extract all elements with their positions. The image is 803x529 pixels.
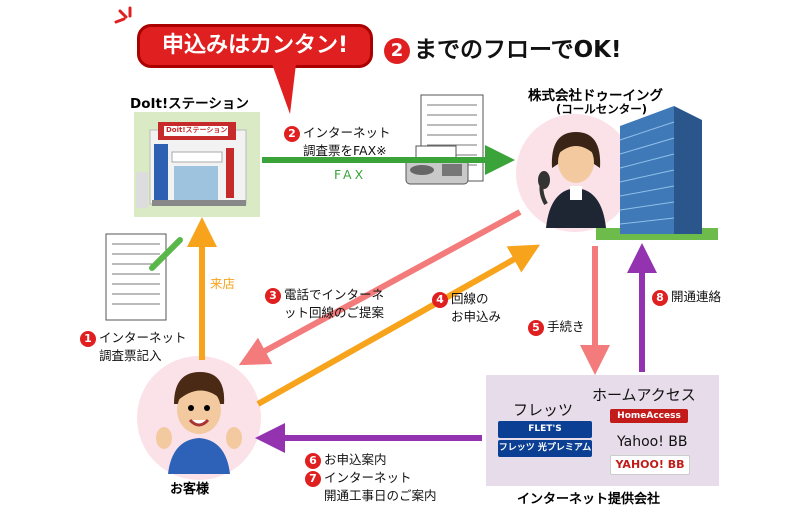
- company-title: 株式会社ドゥーイング: [528, 88, 663, 104]
- fax-label: FAX: [334, 167, 367, 182]
- exclaim-burst-icon: [112, 6, 142, 36]
- station-sign: Doit!ステーション: [166, 126, 228, 134]
- station-box: Doit!ステーション: [134, 112, 260, 217]
- flets-logo: FLET'S フレッツ 光プレミアム: [498, 421, 592, 457]
- isp-flets-name: フレッツ: [513, 401, 574, 419]
- office-building-icon: [596, 106, 718, 240]
- bubble-tail: [272, 64, 296, 114]
- step-badge: 2: [384, 37, 410, 64]
- station-title: DoIt!ステーション: [130, 96, 249, 112]
- visit-label: 来店: [210, 276, 236, 291]
- isp-home-access-name: ホームアクセス: [592, 386, 696, 404]
- customer-person-icon: [156, 372, 242, 474]
- customer-label: お客様: [170, 482, 210, 497]
- home-access-logo: HomeAccess: [610, 409, 688, 423]
- header-bubble: 申込みはカンタン!: [137, 24, 373, 68]
- isp-label: インターネット提供会社: [517, 492, 661, 507]
- yahoo-logo: YAHOO! BB: [610, 455, 690, 475]
- company-subtitle: (コールセンター): [556, 102, 648, 116]
- arrow-proposal: [238, 209, 522, 366]
- arrow-application: [256, 244, 541, 407]
- store-icon: [136, 122, 247, 208]
- operator-icon: [538, 132, 606, 228]
- survey-form-icon: [105, 233, 183, 321]
- isp-yahoo-name: Yahoo! BB: [617, 434, 688, 450]
